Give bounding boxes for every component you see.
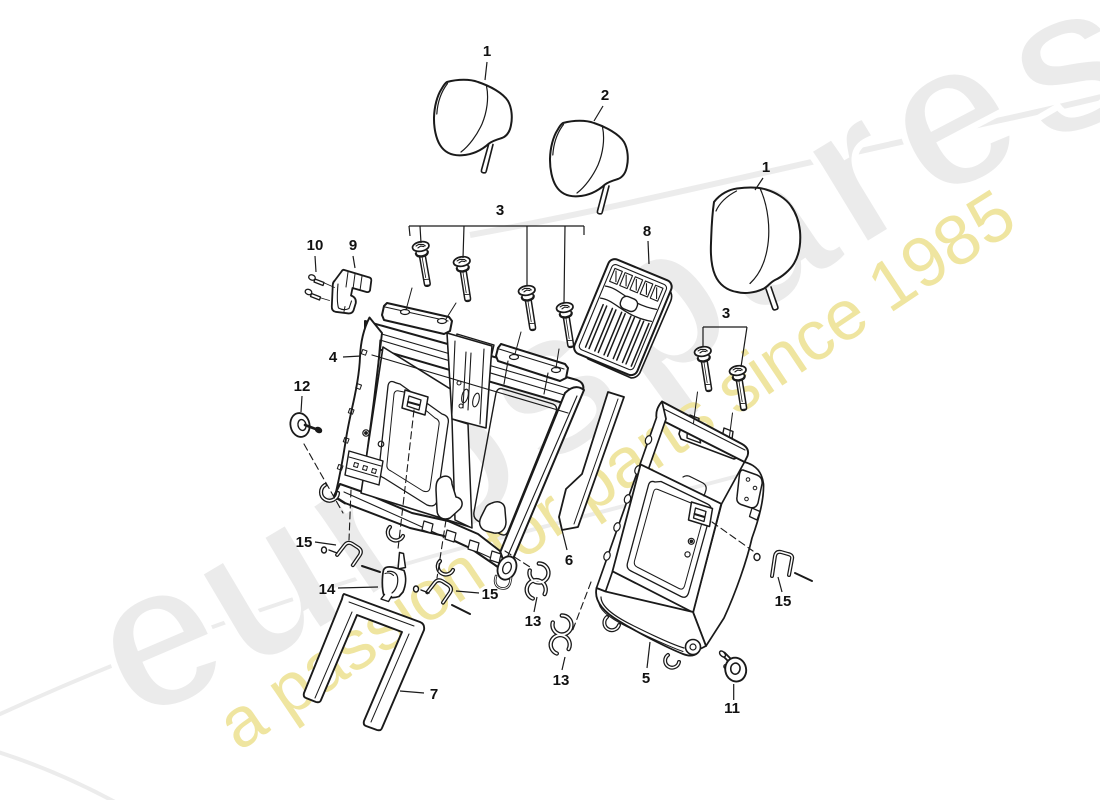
svg-text:2: 2 <box>601 87 609 104</box>
svg-text:1: 1 <box>483 43 491 60</box>
svg-text:3: 3 <box>496 202 504 219</box>
svg-text:4: 4 <box>329 349 338 366</box>
svg-text:15: 15 <box>482 586 499 603</box>
svg-text:11: 11 <box>724 700 740 717</box>
svg-text:9: 9 <box>349 237 357 254</box>
svg-text:13: 13 <box>525 613 542 630</box>
svg-text:13: 13 <box>553 672 570 689</box>
svg-text:15: 15 <box>775 593 792 610</box>
svg-text:8: 8 <box>643 223 651 240</box>
svg-text:14: 14 <box>319 581 336 598</box>
svg-text:12: 12 <box>294 378 311 395</box>
svg-text:10: 10 <box>307 237 324 254</box>
svg-text:15: 15 <box>296 534 313 551</box>
svg-text:7: 7 <box>430 686 438 703</box>
svg-text:3: 3 <box>722 305 730 322</box>
svg-text:5: 5 <box>642 670 650 687</box>
svg-text:1: 1 <box>762 159 770 176</box>
svg-text:6: 6 <box>565 552 573 569</box>
